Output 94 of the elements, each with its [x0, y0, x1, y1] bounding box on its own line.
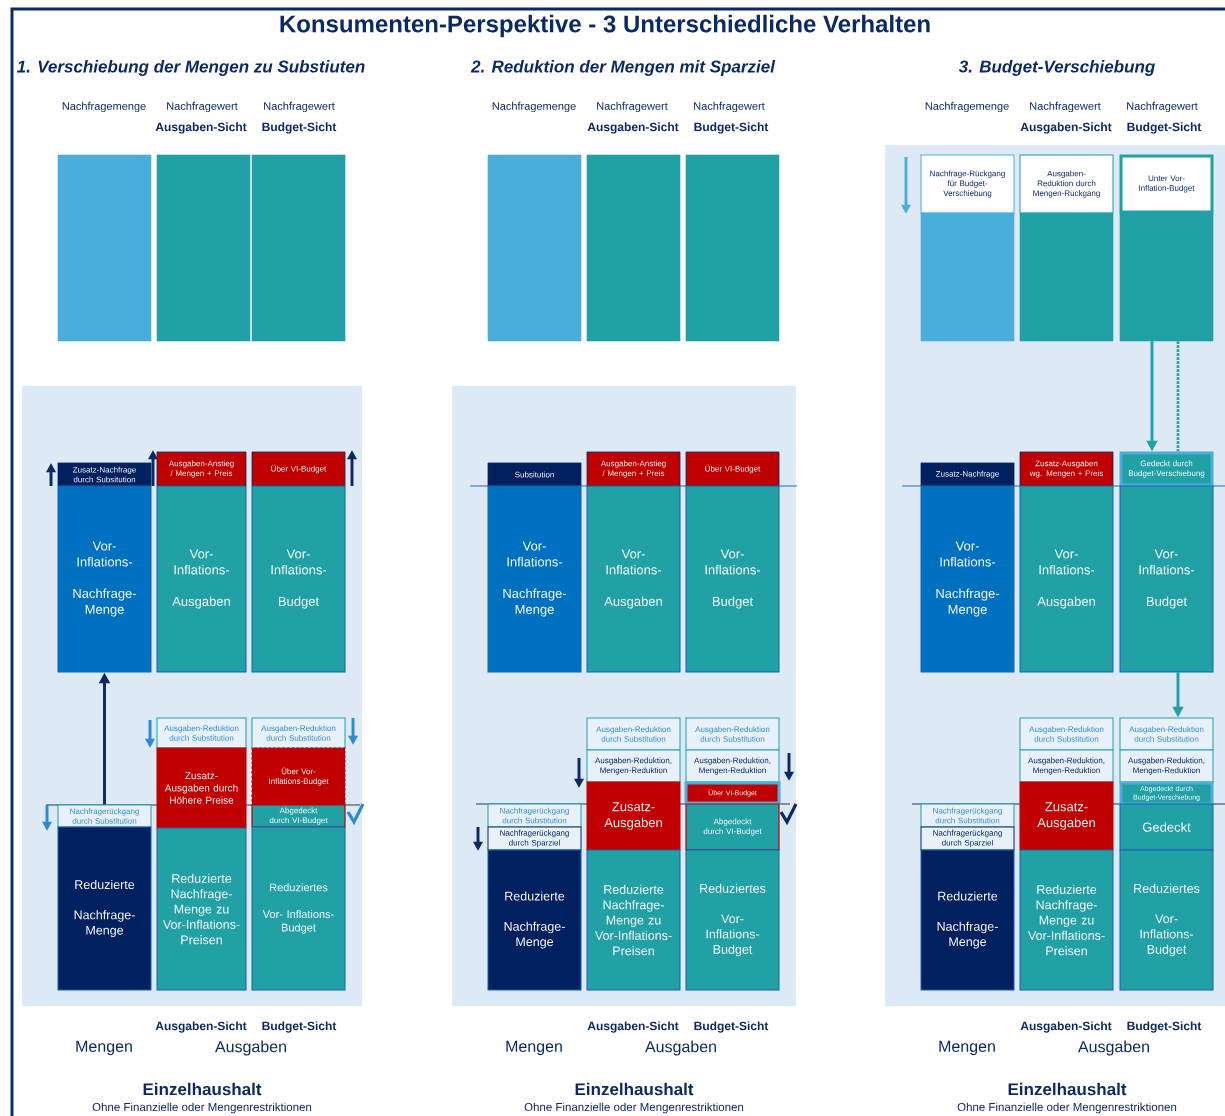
footer-heading: Einzelhaushalt: [575, 1082, 694, 1096]
segment-label-box: Über Vor-Inflations-Budget: [251, 747, 346, 806]
column-label: Nachfragewert: [597, 101, 668, 113]
segment-label-box: Nachfragerückgang durch Substitution: [57, 804, 152, 828]
footer-heading: Einzelhaushalt: [143, 1082, 262, 1096]
segment-label-box: Abgedeckt durch VI-Budget: [251, 804, 346, 828]
bar-segment: Vor- Inflations- Nachfrage- Menge: [487, 485, 582, 673]
footer-heading: Einzelhaushalt: [1008, 1082, 1127, 1096]
axis-label: Mengen: [506, 1040, 562, 1056]
axis-label: Mengen: [76, 1040, 132, 1056]
column-label: Nachfragemenge: [62, 101, 146, 113]
panel-heading: 1. Verschiebung der Mengen zu Substiuten: [17, 60, 365, 76]
segment-label-box: Nachfragerückgang durch Substitution: [487, 803, 582, 828]
bar: [57, 154, 152, 342]
bar: [1119, 212, 1214, 342]
segment-label-box: Ausgaben-Anstieg / Mengen + Preis: [156, 451, 247, 487]
column-label: Ausgaben-Sicht: [587, 1021, 679, 1033]
axis-label: Ausgaben: [1078, 1040, 1149, 1056]
segment-label-box: Abgedeckt durch VI-Budget: [685, 803, 780, 851]
segment-label-box: Ausgaben-Reduktion durch Substitution: [156, 717, 247, 749]
bar: [487, 154, 582, 342]
bar-segment: Vor- Inflations- Ausgaben: [156, 485, 247, 673]
bar-segment: Vor- Inflations- Budget: [685, 485, 780, 673]
segment-label-box: Ausgaben-Reduktion, Mengen-Reduktion: [685, 749, 780, 783]
column-label: Nachfragemenge: [925, 101, 1009, 113]
bar-segment: Reduzierte Nachfrage- Menge: [487, 849, 582, 991]
segment-label-box: Zusatz-Ausgaben wg. Mengen + Preis: [1019, 451, 1114, 487]
column-label: Budget-Sicht: [1127, 1021, 1202, 1033]
axis-label: Mengen: [939, 1040, 995, 1056]
bar-segment: Vor- Inflations- Ausgaben: [1019, 485, 1114, 673]
column-label: Ausgaben-Sicht: [1020, 122, 1112, 134]
segment-label-box: Ausgaben-Reduktion durch Mengen-Rückgang: [1019, 154, 1114, 214]
segment-label-box: Über VI-Budget: [685, 451, 780, 487]
bar-segment: Reduzierte Nachfrage- Menge zu Vor-Inflations- Preisen: [586, 849, 681, 991]
footer-note: Ohne Finanzielle oder Mengenrestriktionen: [92, 1102, 312, 1114]
segment-label-box: Ausgaben-Reduktion, Mengen-Reduktion: [586, 749, 681, 783]
segment-label-box: Über VI-Budget: [251, 451, 346, 487]
segment-label-box: Subsitution: [487, 462, 582, 487]
bar-segment: Reduzierte Nachfrage- Menge zu Vor-Inflations- Preisen: [156, 827, 247, 991]
column-label: Budget-Sicht: [262, 122, 337, 134]
segment-label-box: Ausgaben-Reduktion durch Substitution: [1119, 717, 1214, 751]
bar-segment: Zusatz- Ausgaben: [1019, 781, 1114, 851]
segment-label-box: Ausgaben-Reduktion, Mengen-Reduktion: [1119, 749, 1214, 783]
column-label: Budget-Sicht: [694, 1021, 769, 1033]
segment-label-box: Nachfragerückgang durch Sparziel: [920, 826, 1015, 851]
segment-label-box: Ausgaben-Reduktion, Mengen-Reduktion: [1019, 749, 1114, 783]
column-label: Nachfragewert: [694, 101, 765, 113]
segment-label-box: Nachfragerückgang durch Substitution: [920, 803, 1015, 828]
column-label: Nachfragemenge: [492, 101, 576, 113]
segment-label-box: Nachfragerückgang durch Sparziel: [487, 826, 582, 851]
bar-segment: Vor- Inflations- Ausgaben: [586, 485, 681, 673]
bar-segment: Vor- Inflations- Nachfrage- Menge: [57, 485, 152, 673]
bar-segment: Reduzierte Nachfrage- Menge: [57, 826, 152, 991]
bar: [586, 154, 681, 342]
segment-label-box: Unter Vor-Inflation-Budget: [1119, 154, 1214, 214]
bar: [920, 212, 1015, 342]
column-label: Budget-Sicht: [694, 122, 769, 134]
panel-heading: 2. Reduktion der Mengen mit Sparziel: [470, 60, 776, 76]
segment-label-box: Ausgaben-Reduktion durch Substitution: [685, 717, 780, 751]
column-label: Budget-Sicht: [262, 1021, 337, 1033]
segment-label-box: Zusatz-Nachfrage durch Subsitution: [57, 462, 152, 487]
bar-segment: Vor- Inflations- Budget: [251, 485, 346, 673]
footer-note: Ohne Finanzielle oder Mengenrestriktionen: [957, 1102, 1177, 1114]
column-label: Ausgaben-Sicht: [155, 1021, 247, 1033]
segment-label-box: Ausgaben-Anstieg / Mengen + Preis: [586, 451, 681, 487]
segment-label-box: Nachfrage-Rückgang für Budget-Verschiebung: [920, 154, 1015, 214]
bar-segment: Reduzierte Nachfrage- Menge zu Vor-Inflations- Preisen: [1019, 849, 1114, 991]
bar-segment: Zusatz- Ausgaben: [586, 781, 681, 851]
bar-segment: Gedeckt: [1119, 803, 1214, 851]
footer-note: Ohne Finanzielle oder Mengenrestriktionen: [524, 1102, 744, 1114]
bar: [156, 154, 251, 342]
column-label: Nachfragewert: [264, 101, 335, 113]
bar-segment: Zusatz-Ausgaben durch Höhere Preise: [156, 747, 247, 829]
column-label: Nachfragewert: [167, 101, 238, 113]
column-label: Ausgaben-Sicht: [155, 122, 247, 134]
column-label: Nachfragewert: [1030, 101, 1101, 113]
bar: [1019, 212, 1114, 342]
axis-label: Ausgaben: [645, 1040, 716, 1056]
column-label: Ausgaben-Sicht: [1020, 1021, 1112, 1033]
segment-label-box: Ausgaben-Reduktion durch Substitution: [586, 717, 681, 751]
bar: [251, 154, 346, 342]
axis-label: Ausgaben: [215, 1040, 286, 1056]
segment-label-box: Gedeckt durch Budget-Verschiebung: [1119, 451, 1214, 487]
bar-segment: Reduzierte Nachfrage- Menge: [920, 849, 1015, 991]
segment-label-box: Ausgaben-Reduktion durch Substitution: [1019, 717, 1114, 751]
bar-segment: Vor- Inflations- Nachfrage- Menge: [920, 485, 1015, 673]
segment-label-box: Ausgaben-Reduktion durch Substitution: [251, 717, 346, 749]
segment-label-box: Zusatz-Nachfrage: [920, 462, 1015, 487]
bar: [685, 154, 780, 342]
column-label: Nachfragewert: [1127, 101, 1198, 113]
panel-heading: 3. Budget-Verschiebung: [958, 60, 1155, 76]
title: Konsumenten-Perspektive - 3 Unterschiedliche Verhalten: [280, 14, 930, 38]
column-label: Ausgaben-Sicht: [587, 122, 679, 134]
column-label: Budget-Sicht: [1127, 122, 1202, 134]
